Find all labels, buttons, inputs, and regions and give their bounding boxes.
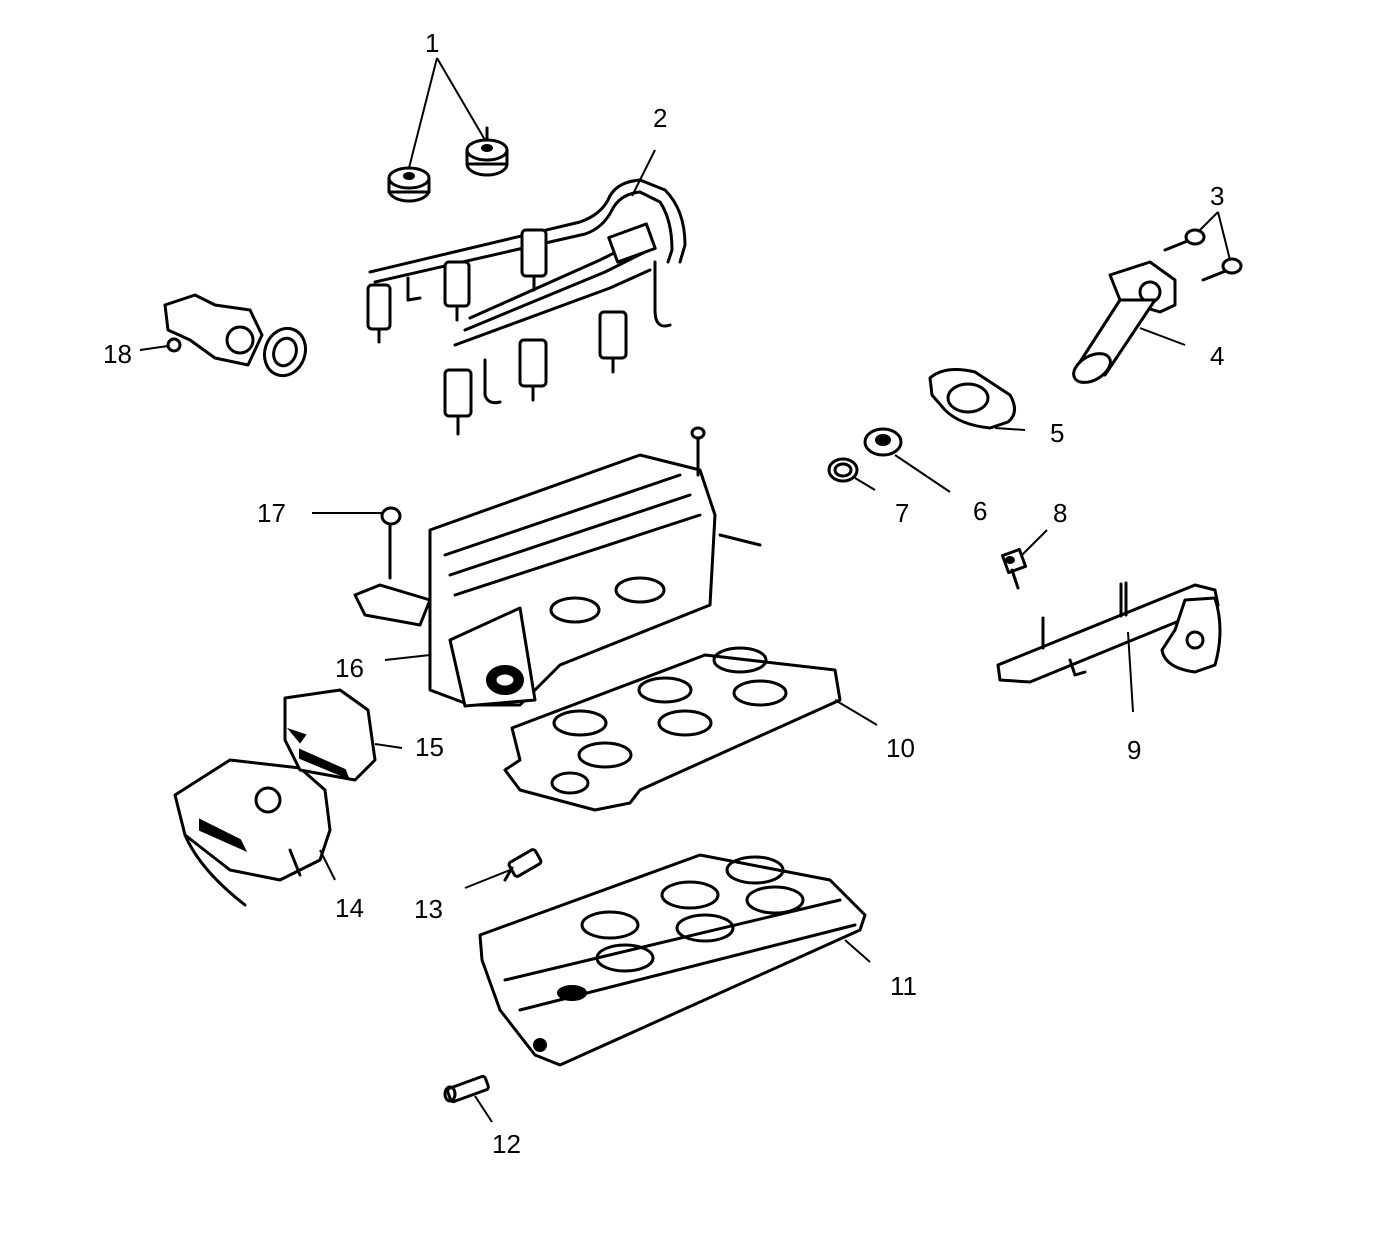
callout-11: 11: [890, 971, 917, 1001]
nut-right: [465, 126, 509, 177]
injector: [518, 338, 548, 402]
callout-10: 10: [886, 733, 915, 763]
callout-17: 17: [257, 498, 286, 528]
part-10-intake-gasket: [503, 646, 842, 812]
callout-9: 9: [1127, 735, 1141, 765]
callout-8: 8: [1053, 498, 1067, 528]
part-14-throttle-body: [173, 758, 332, 907]
part-12-plug: [443, 1074, 490, 1104]
callout-12: 12: [492, 1129, 521, 1159]
injector: [366, 283, 392, 344]
nut-left: [387, 166, 431, 203]
part-15-tb-gasket: [283, 688, 377, 782]
part-5-gasket: [928, 368, 1016, 430]
part-13-sensor: [503, 848, 543, 882]
part-1-nuts: [387, 126, 509, 203]
part-6-thermostat: [863, 427, 903, 457]
callout-18: 18: [103, 339, 132, 369]
part-3-bolts: [1163, 228, 1243, 282]
part-17-bolt: [380, 506, 402, 580]
callout-6: 6: [973, 496, 987, 526]
leader-lines: [139, 57, 1231, 1123]
injector: [520, 228, 548, 292]
callout-16: 16: [335, 653, 364, 683]
callout-15: 15: [415, 732, 444, 762]
part-16-upper-plenum: [353, 426, 762, 708]
part-8-sensor: [1000, 547, 1028, 590]
part-18-iac-valve: [163, 293, 308, 378]
part-4-water-outlet: [1072, 260, 1177, 384]
callout-13: 13: [414, 894, 443, 924]
part-11-lower-intake: [478, 853, 867, 1067]
injector: [598, 310, 628, 374]
callout-3: 3: [1210, 181, 1224, 211]
callout-2: 2: [653, 103, 667, 133]
part-9-crossover: [996, 581, 1222, 684]
injector: [443, 368, 473, 436]
callout-4: 4: [1210, 341, 1224, 371]
callout-14: 14: [335, 893, 364, 923]
callout-labels: 1 2 3 4 5 6 7 8 9 10 11 12 13 14 15 16 1…: [103, 28, 1224, 1159]
part-7-seal: [827, 457, 859, 483]
callout-1: 1: [425, 28, 439, 58]
part-2-fuel-rail-injectors: [366, 178, 687, 436]
callout-7: 7: [895, 498, 909, 528]
injector: [443, 260, 471, 322]
callout-5: 5: [1050, 418, 1064, 448]
